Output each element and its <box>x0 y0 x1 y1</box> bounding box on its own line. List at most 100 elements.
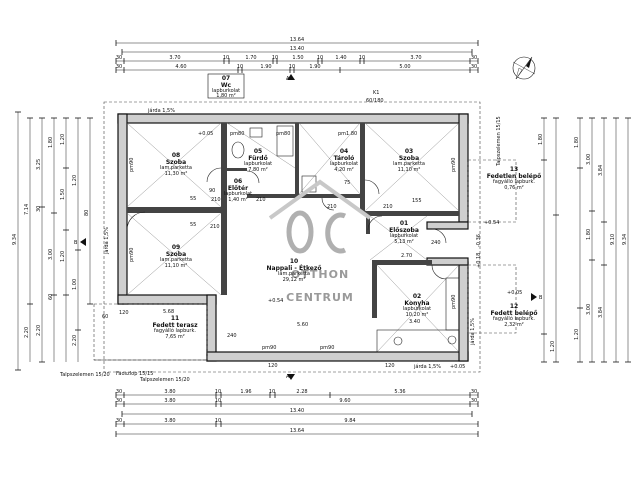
dim: 1.96 <box>240 389 251 395</box>
room-label-11: 11 Fedett terasz fagyálló lapburk. 7,65 … <box>152 315 198 340</box>
level-label: +0.54 <box>268 298 283 304</box>
sidewalk <box>103 101 481 373</box>
room-floor: lapburkolat <box>330 161 358 167</box>
room-num: 07 <box>222 75 230 82</box>
dim: 3.84 <box>598 165 604 176</box>
top-dimensions: 13.64 13.40 30 3.70 10 1.70 10 1.50 10 1… <box>115 37 479 73</box>
dim: 1.80 <box>586 229 592 240</box>
bath-fixtures <box>231 125 317 193</box>
room-num: 10 <box>290 258 298 265</box>
room-name: Előtér <box>228 185 248 192</box>
dim: 9.10 <box>610 234 616 245</box>
dim: 13.40 <box>290 408 304 414</box>
talp-label-right: Talpszelemen 15/15 <box>496 116 502 167</box>
kitchen-counter <box>376 277 460 353</box>
dim: 5.36 <box>394 389 405 395</box>
dim: 1.50 <box>292 55 303 61</box>
room-name: Tároló <box>334 155 355 162</box>
room-07-wc <box>207 73 245 99</box>
dim: 75 <box>344 180 350 186</box>
dim: 3.00 <box>586 304 592 315</box>
dim-top-inner: 13.40 <box>290 46 304 52</box>
dim: 5.00 <box>399 64 410 70</box>
dim: 210 <box>327 204 337 210</box>
room-floor: lapburkolat <box>244 161 272 167</box>
dim: 13.64 <box>290 428 304 434</box>
dim: 2.20 <box>24 327 30 338</box>
dim: 1.20 <box>550 341 556 352</box>
room-area: 7,65 m² <box>165 334 185 340</box>
room-name: Nappali - Étkező <box>267 264 322 272</box>
level-label: +0.05 <box>198 131 213 137</box>
room-label-03: 03 Szoba lam.parketta 11,10 m² <box>393 148 425 173</box>
pm-label: pm90 <box>129 248 135 262</box>
k1-size: 60/180 <box>366 98 384 104</box>
doors <box>126 167 447 280</box>
dim: 1.80 <box>538 134 544 145</box>
section-marker-b-right: B <box>531 293 543 301</box>
jarda-left: járda 1,5% <box>103 227 110 255</box>
dim: 10 <box>215 389 221 395</box>
room-area: 7,80 m² <box>248 167 268 173</box>
room-label-04: 04 Tároló lapburkolat 4,20 m² <box>330 148 358 173</box>
room-label-10: 10 Nappali - Étkező lam.parketta 29,12 m… <box>267 258 322 283</box>
dim: 9.60 <box>339 398 350 404</box>
dim: 30 <box>471 398 477 404</box>
room-floor: lapburkolat <box>212 88 240 94</box>
dim: 210 <box>383 204 393 210</box>
dim: 240 <box>431 240 441 246</box>
room-area: 11,10 m² <box>165 263 188 269</box>
watermark-otthon: OTTHON <box>291 268 349 281</box>
room-name: Fedett belépő <box>490 310 537 317</box>
bottom-dimensions: 30 3.80 10 1.96 10 2.28 5.36 30 30 3.80 … <box>115 389 479 437</box>
watermark-logo <box>268 179 372 254</box>
room-label-08: 08 Szoba lam.parketta 11,30 m² <box>160 152 192 177</box>
room-num: 02 <box>413 293 421 300</box>
dim: 210 <box>256 197 266 203</box>
entry-12 <box>467 264 517 334</box>
room-label-13: 13 Fedetlen belépő fagyálló lapburk. 0,7… <box>487 166 542 191</box>
terrace-11 <box>93 303 208 361</box>
room-label-06: 06 Előtér lapburkolat 1,40 m² <box>224 178 252 203</box>
dim: 30 <box>116 389 122 395</box>
talp-label-2: Talpszelemen 15/20 <box>139 377 190 383</box>
room-num: 06 <box>234 178 242 185</box>
room-label-05: 05 Fürdő lapburkolat 7,80 m² <box>244 148 272 173</box>
section-marker-a-top: A <box>286 74 295 82</box>
room-num: 11 <box>171 315 179 322</box>
pm-label: pm1.80 <box>338 131 357 137</box>
jarda-right: járda 1,5% <box>469 318 476 346</box>
talp-label-1: Talpszelemen 15/20 <box>59 372 110 378</box>
pm-label: pm90 <box>320 345 334 351</box>
section-b-label: B <box>74 240 78 246</box>
dim: 9.84 <box>344 418 355 424</box>
dim: 3.25 <box>36 159 42 170</box>
dim: 10 <box>272 55 278 61</box>
room-num: 13 <box>510 166 518 173</box>
room-label-09: 09 Szoba lam.parketta 11,10 m² <box>160 244 192 269</box>
dim: 30 <box>116 55 122 61</box>
level-label: +0.54 <box>484 220 499 226</box>
room-area: 0,76 m² <box>504 185 524 191</box>
room-area: 1,40 m² <box>228 197 248 203</box>
dim: 1.50 <box>60 189 66 200</box>
left-dimensions: 9.34 7.14 2.20 3.25 30 1.80 3.00 60 1.20… <box>12 111 93 371</box>
room-name: Szoba <box>399 155 419 162</box>
dim: 4.60 <box>175 64 186 70</box>
dim: 10 <box>317 55 323 61</box>
room-area: 11,10 m² <box>398 167 421 173</box>
room-num: 03 <box>405 148 413 155</box>
dim: 9.34 <box>622 234 628 245</box>
dim: 10 <box>359 55 365 61</box>
room-area: 1,80 m² <box>216 93 236 99</box>
dim: 155 <box>412 198 422 204</box>
dim: 3.00 <box>48 249 54 260</box>
room-name: Wc <box>221 82 232 89</box>
room-floor: lapburkolat <box>224 191 252 197</box>
room-area: 2,32 m² <box>504 322 524 328</box>
facade-label: Faoszlop 15/15 <box>116 371 153 377</box>
room-area: 5,13 m² <box>394 239 414 245</box>
dim: 1.90 <box>309 64 320 70</box>
dim: 10 <box>237 64 243 70</box>
dim: 120 <box>385 363 395 369</box>
